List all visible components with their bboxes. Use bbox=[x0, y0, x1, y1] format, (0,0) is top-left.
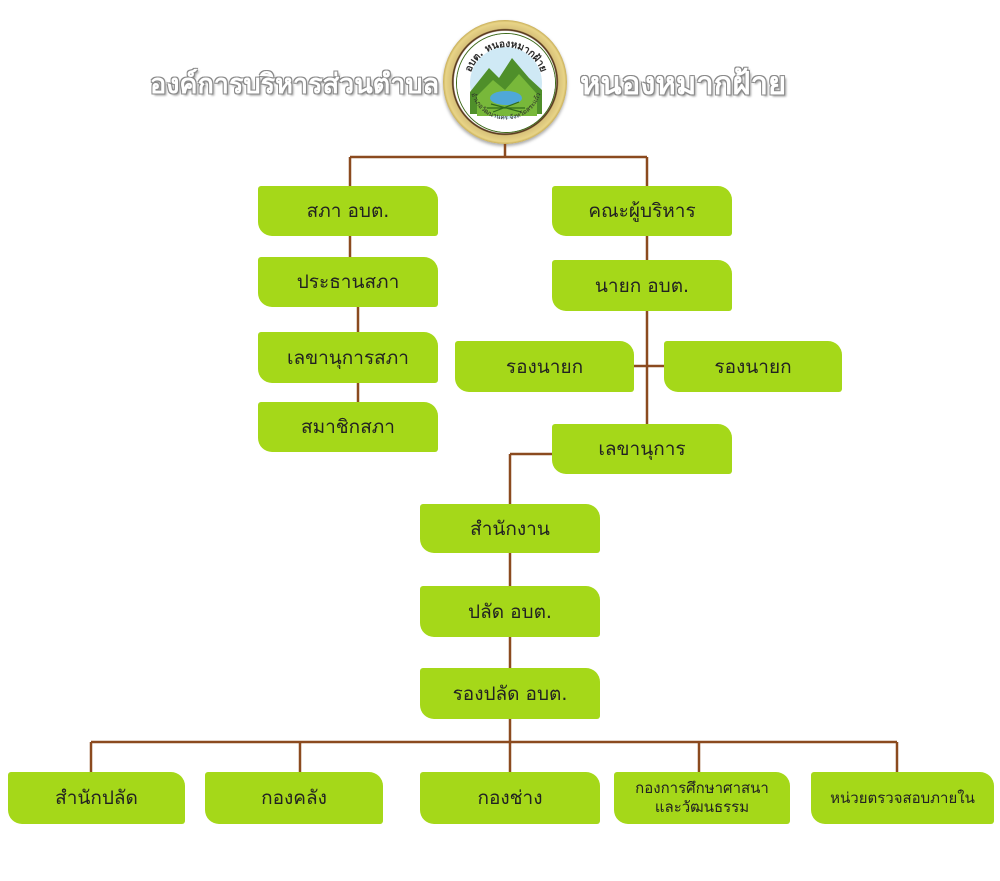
deputy-clerk-label: รองปลัด อบต. bbox=[452, 682, 568, 705]
clerk-label: ปลัด อบต. bbox=[468, 600, 552, 623]
seal-emblem: อบต. หนองหมากฝ้าย อำเภอวัฒนานคร จังหวัดส… bbox=[456, 33, 556, 133]
deputy-mayor-left-label: รองนายก bbox=[505, 355, 584, 378]
division-box: กองคลัง bbox=[205, 772, 383, 824]
seal-emblem-graphic: อบต. หนองหมากฝ้าย อำเภอวัฒนานคร จังหวัดส… bbox=[457, 34, 555, 132]
mayor-label: นายก อบต. bbox=[594, 274, 690, 297]
council-secretary-box: เลขานุการสภา bbox=[258, 332, 438, 383]
deputy-mayor-right-box: รองนายก bbox=[664, 341, 842, 392]
deputy-clerk-box: รองปลัด อบต. bbox=[420, 668, 600, 719]
council-members-label: สมาชิกสภา bbox=[301, 416, 395, 438]
council-chairman-box: ประธานสภา bbox=[258, 257, 438, 307]
council-members-box: สมาชิกสภา bbox=[258, 402, 438, 452]
council-secretary-label: เลขานุการสภา bbox=[287, 346, 409, 369]
division-label: หน่วยตรวจสอบภายใน bbox=[830, 788, 975, 807]
office-box: สำนักงาน bbox=[420, 504, 600, 553]
council-label: สภา อบต. bbox=[306, 200, 390, 222]
division-box: กองช่าง bbox=[420, 772, 600, 824]
division-box: สำนักปลัด bbox=[8, 772, 185, 824]
division-label: สำนักปลัด bbox=[55, 787, 138, 809]
division-box: หน่วยตรวจสอบภายใน bbox=[811, 772, 994, 824]
council-chairman-label: ประธานสภา bbox=[296, 271, 400, 293]
executive-label: คณะผู้บริหาร bbox=[588, 200, 696, 222]
deputy-mayor-right-label: รองนายก bbox=[714, 355, 792, 378]
mayor-box: นายก อบต. bbox=[552, 260, 732, 311]
division-label: กองช่าง bbox=[477, 787, 543, 809]
division-box: กองการศึกษาศาสนา และวัฒนธรรม bbox=[614, 772, 790, 824]
org-name-title: หนองหมากฝ้าย bbox=[580, 66, 787, 102]
executive-box: คณะผู้บริหาร bbox=[552, 186, 732, 236]
office-label: สำนักงาน bbox=[470, 517, 550, 540]
organization-seal-logo: อบต. หนองหมากฝ้าย อำเภอวัฒนานคร จังหวัดส… bbox=[443, 20, 567, 144]
clerk-box: ปลัด อบต. bbox=[420, 586, 600, 637]
executive-secretary-label: เลขานุการ bbox=[598, 438, 686, 460]
council-box: สภา อบต. bbox=[258, 186, 438, 236]
org-prefix-title: องค์การบริหารส่วนตำบล bbox=[150, 69, 440, 100]
deputy-mayor-left-box: รองนายก bbox=[455, 341, 634, 392]
division-label: กองการศึกษาศาสนา และวัฒนธรรม bbox=[635, 779, 769, 816]
division-label: กองคลัง bbox=[261, 787, 327, 809]
executive-secretary-box: เลขานุการ bbox=[552, 424, 732, 474]
